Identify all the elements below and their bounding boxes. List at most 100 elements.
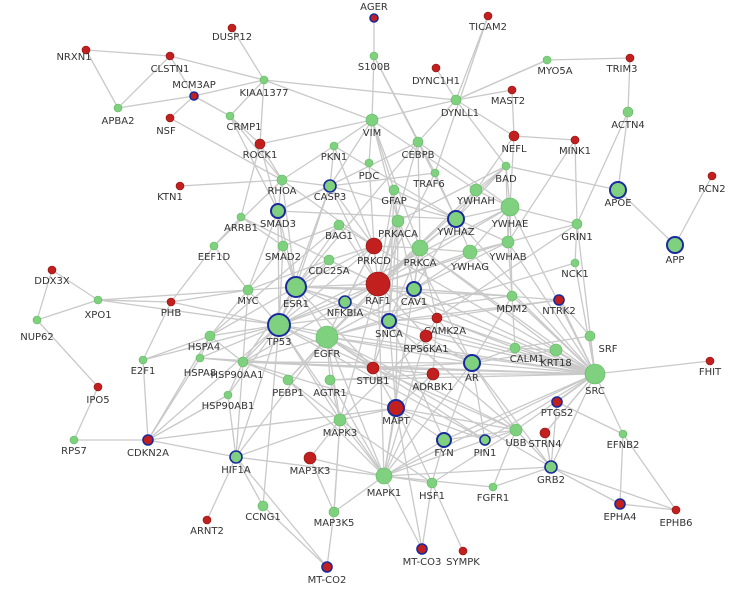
node-label-epha4: EPHA4 [603,512,636,523]
node-label-rps7: RPS7 [61,446,87,457]
node-circle-actn4 [622,106,634,118]
node-circle-bad [501,161,511,171]
edge-rhoa-eef1d [213,179,283,247]
edge-prkca-src [419,247,596,375]
edge-hspa4-esr1 [209,286,297,337]
node-smad2: SMAD2 [265,240,301,263]
node-label-ywhae: YWHAE [491,219,529,230]
edge-hif1a-ccng1 [235,456,264,507]
node-circle-casp3 [323,179,337,193]
node-circle-apba2 [113,103,123,113]
edge-mapk1-map3k5 [333,475,385,513]
edge-snca-src [388,320,596,375]
node-circle-hif1a [229,450,243,464]
edge-tp53-e2f1 [142,324,280,361]
node-label-mcm3ap: MCM3AP [172,80,215,91]
edge-epha4-ephb6 [619,503,677,511]
node-label-dync1h1: DYNC1H1 [412,76,460,87]
node-circle-ntrk2 [553,294,565,306]
node-label-e2f1: E2F1 [131,366,156,377]
node-label-grb2: GRB2 [537,475,565,486]
node-label-hsf1: HSF1 [419,491,445,502]
node-circle-nfkbia [338,295,352,309]
node-label-gfap: GFAP [381,196,406,207]
node-prkca: PRKCA [404,239,437,269]
node-label-myo5a: MYO5A [537,66,572,77]
edge-pebp1-mapk3 [287,379,341,421]
node-agtr1: AGTR1 [313,374,347,399]
node-pkn1: PKN1 [321,141,347,163]
node-ephb6: EPHB6 [659,505,693,529]
edge-ticam2-dynll1 [455,15,489,101]
node-actn4: ACTN4 [611,106,645,131]
edge-hspa4-hsp90aa1 [209,335,244,363]
edge-dync1h1-dynll1 [435,67,457,101]
node-label-krt18: KRT18 [540,358,572,369]
node-clstn1: CLSTN1 [151,51,189,75]
node-circle-raf1 [365,271,391,297]
node-xpo1: XPO1 [84,295,112,321]
edge-snca-mapt [388,320,397,409]
node-circle-grb2 [544,460,558,474]
edge-adrbk1-mapk1 [383,373,434,477]
node-arnt2: ARNT2 [190,515,224,537]
node-hif1a: HIF1A [221,450,251,476]
edge-eef1d-myc [213,245,249,291]
edge-rps6ka1-src [425,335,596,375]
edge-strn4-src [544,373,596,434]
node-label-cebpb: CEBPB [401,150,434,161]
edge-mast2-nefl [511,89,515,137]
node-label-pdc: PDC [359,171,380,182]
node-egfr: EGFR [314,325,340,360]
node-label-srf: SRF [598,344,617,355]
node-circle-xpo1 [93,295,103,305]
edge-gfap-ywhaz [393,189,457,220]
node-efnb2: EFNB2 [607,429,639,451]
edge-traf6-raf1 [377,172,436,285]
node-eef1d: EEF1D [198,241,231,263]
edge-esr1-stub1 [295,286,374,369]
edge-ywhaz-ywhab [455,218,509,243]
edge-ntrk2-src [558,299,596,375]
edge-grb2-ephb6 [550,466,677,511]
edge-prkcd-esr1 [295,245,375,288]
node-grin1: GRIN1 [561,218,593,243]
node-circle-cdkn2a [142,434,154,446]
node-circle-fgfr1 [488,482,498,492]
node-label-ptgs2: PTGS2 [541,408,574,419]
node-nfkbia: NFKBIA [327,295,363,319]
node-label-mdm2: MDM2 [496,304,527,315]
edge-ywhae-raf1 [377,206,511,285]
edge-agtr1-mapk1 [329,379,385,477]
node-label-casp3: CASP3 [314,192,347,203]
edge-egfr-pin1 [326,336,486,441]
edge-kiaa1377-dynll1 [263,79,457,101]
node-prkaca: PRKACA [378,214,418,240]
node-label-smad2: SMAD2 [265,252,301,263]
edge-vim-pkn1 [333,119,373,147]
node-label-cdc25a: CDC25A [308,266,349,277]
node-label-hif1a: HIF1A [221,465,251,476]
node-circle-ager [369,13,379,23]
edge-hif1a-mapk1 [235,456,385,477]
edge-ywhag-prkca [419,247,471,253]
edge-ipo5-rps7 [73,386,99,441]
edge-grb2-epha4 [550,466,621,505]
edge-pkn1-ywhaz [333,145,457,220]
node-circle-nsf [165,113,175,123]
node-phb: PHB [161,297,181,319]
node-label-kiaa1377: KIAA1377 [240,88,289,99]
node-circle-calm1 [509,342,521,354]
node-myc: MYC [237,284,259,307]
node-circle-ywhag [462,244,478,260]
node-circle-map3k5 [328,506,340,518]
node-gfap: GFAP [381,184,407,207]
node-circle-hsf1 [426,477,438,489]
node-circle-stub1 [366,361,380,375]
edge-rhoa-casp3 [281,179,331,187]
node-circle-src [584,363,606,385]
node-mapk1: MAPK1 [367,467,401,499]
node-circle-rock1 [254,138,266,150]
node-circle-nefl [508,130,520,142]
node-map3k3: MAP3K3 [290,451,330,477]
